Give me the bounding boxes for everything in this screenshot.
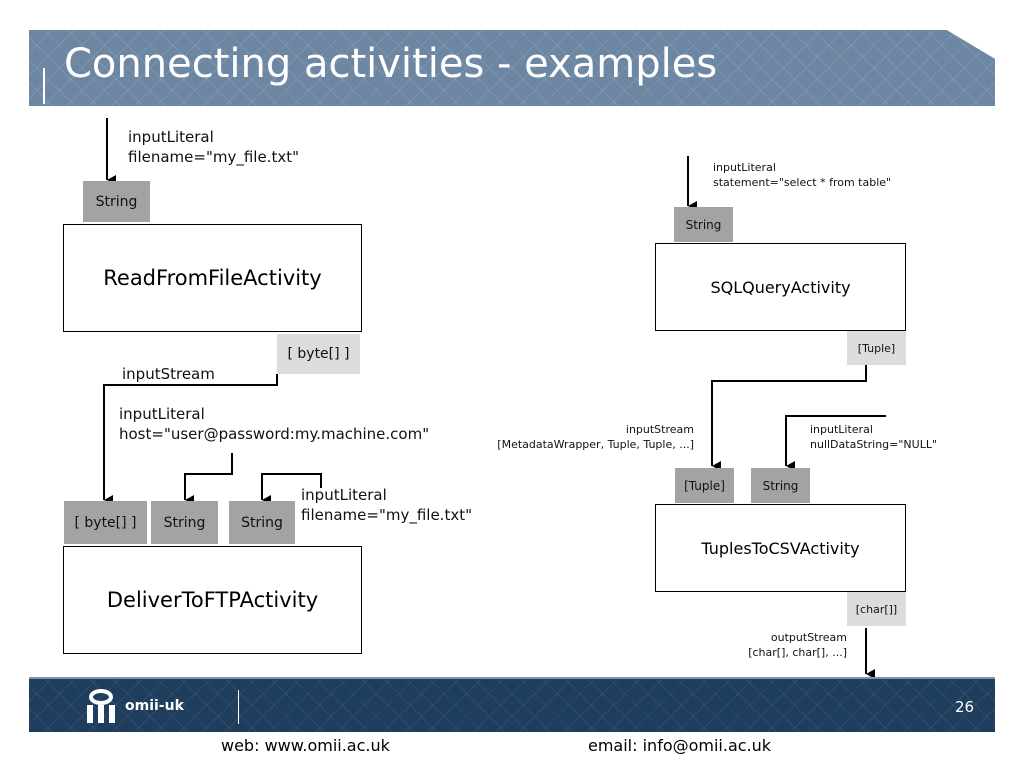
tuples-to-csv-activity: TuplesToCSVActivity (655, 504, 906, 592)
input-stream-label: inputStream (122, 365, 215, 383)
output-stream-label: outputStream [char[], char[], ...] (748, 631, 847, 661)
null-input-name: inputLiteral (810, 423, 873, 436)
wire-host-to-deliver (184, 453, 233, 505)
filename-input-name: inputLiteral (301, 486, 387, 504)
read-output-port: [ byte[] ] (277, 334, 360, 374)
read-from-file-activity: ReadFromFileActivity (63, 224, 362, 332)
logo-text: omii-uk (125, 698, 184, 714)
deliver-port-host: String (151, 501, 218, 544)
filename-input-value: filename="my_file.txt" (301, 506, 472, 525)
omii-logo-icon (87, 689, 115, 723)
read-input-name: inputLiteral (128, 128, 214, 146)
deliver-to-ftp-activity: DeliverToFTPActivity (63, 546, 362, 654)
csv-port-tuple: [Tuple] (675, 468, 734, 503)
footer-separator (238, 690, 239, 724)
sql-input-name: inputLiteral (713, 161, 776, 174)
sql-output-port: [Tuple] (847, 331, 906, 365)
host-input-label: inputLiteral host="user@password:my.mach… (119, 404, 429, 445)
sql-input-port: String (674, 207, 733, 242)
slide-title: Connecting activities - examples (64, 41, 718, 87)
null-input-label: inputLiteral nullDataString="NULL" (810, 423, 937, 453)
read-input-label: inputLiteral filename="my_file.txt" (128, 127, 299, 168)
input-stream-label-right: inputStream [MetadataWrapper, Tuple, Tup… (497, 423, 694, 453)
read-input-value: filename="my_file.txt" (128, 148, 299, 167)
host-input-value: host="user@password:my.machine.com" (119, 425, 430, 444)
host-input-name: inputLiteral (119, 405, 205, 423)
filename-input-label: inputLiteral filename="my_file.txt" (301, 485, 472, 526)
output-stream-type: [char[], char[], ...] (748, 645, 847, 659)
wire-null-to-csv (785, 415, 886, 471)
sql-input-label: inputLiteral statement="select * from ta… (713, 161, 891, 191)
input-stream-type: [MetadataWrapper, Tuple, Tuple, ...] (497, 437, 694, 451)
title-banner (29, 30, 995, 106)
wire-bytes-to-deliver (103, 374, 278, 505)
web-link[interactable]: web: www.omii.ac.uk (221, 736, 390, 755)
wire-tuple-to-csv (711, 365, 867, 471)
input-stream-name: inputStream (625, 423, 694, 436)
sql-query-activity: SQLQueryActivity (655, 243, 906, 331)
sql-input-value: statement="select * from table" (713, 175, 892, 189)
csv-port-string: String (751, 468, 810, 503)
read-input-port: String (83, 181, 150, 222)
email-link[interactable]: email: info@omii.ac.uk (588, 736, 772, 755)
deliver-port-bytes: [ byte[] ] (64, 501, 147, 544)
wire-filename-to-deliver (261, 473, 322, 505)
footer-banner (29, 679, 995, 732)
title-accent-bar (43, 68, 45, 104)
page-number: 26 (955, 698, 975, 716)
footer-top-rule (29, 677, 995, 680)
csv-output-port: [char[]] (847, 592, 906, 626)
null-input-value: nullDataString="NULL" (810, 437, 938, 451)
output-stream-name: outputStream (770, 631, 847, 644)
deliver-port-filename: String (229, 501, 295, 544)
